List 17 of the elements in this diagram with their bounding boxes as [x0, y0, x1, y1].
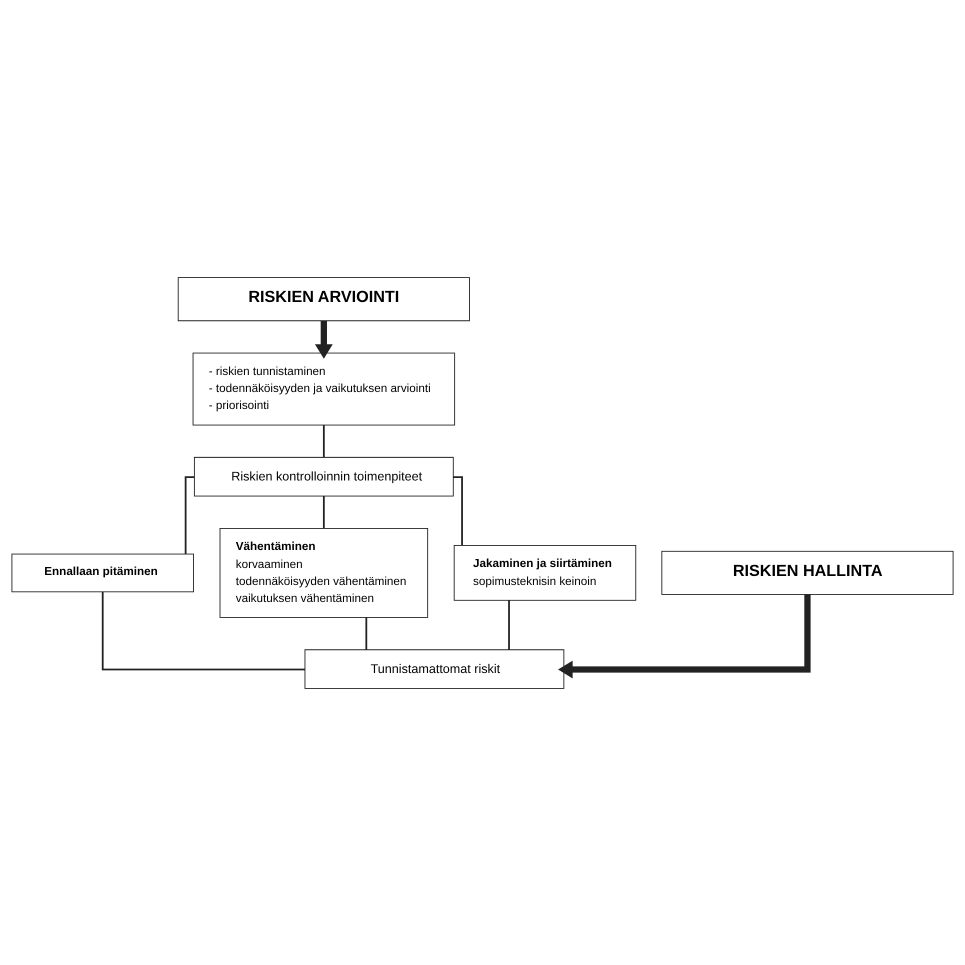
node-box: Ennallaan pitäminen — [11, 553, 194, 592]
node-box: - riskien tunnistaminen - todennäköisyyden ja vaikutuksen arviointi - priorisointi — [192, 352, 456, 425]
node-box: Riskien kontrolloinnin toimenpiteet — [194, 456, 454, 496]
node-box: Tunnistamattomat riskit — [304, 648, 564, 688]
connector — [508, 600, 510, 649]
connector — [322, 496, 325, 528]
arrow — [314, 320, 333, 358]
connector — [453, 476, 463, 545]
arrow — [558, 594, 811, 678]
connector — [365, 617, 368, 650]
connector — [322, 424, 325, 457]
node-box: RISKIEN HALLINTA — [661, 550, 954, 594]
node-box: Jakaminen ja siirtäminen sopimusteknisin keinoin — [454, 544, 636, 600]
node-box: RISKIEN ARVIOINTI — [178, 276, 470, 321]
node-box: Vähentäminen korvaaminen todennäköisyyden vähentäminen vaikutuksen vähentäminen — [220, 527, 428, 618]
connector — [184, 476, 194, 554]
connector — [102, 591, 305, 670]
